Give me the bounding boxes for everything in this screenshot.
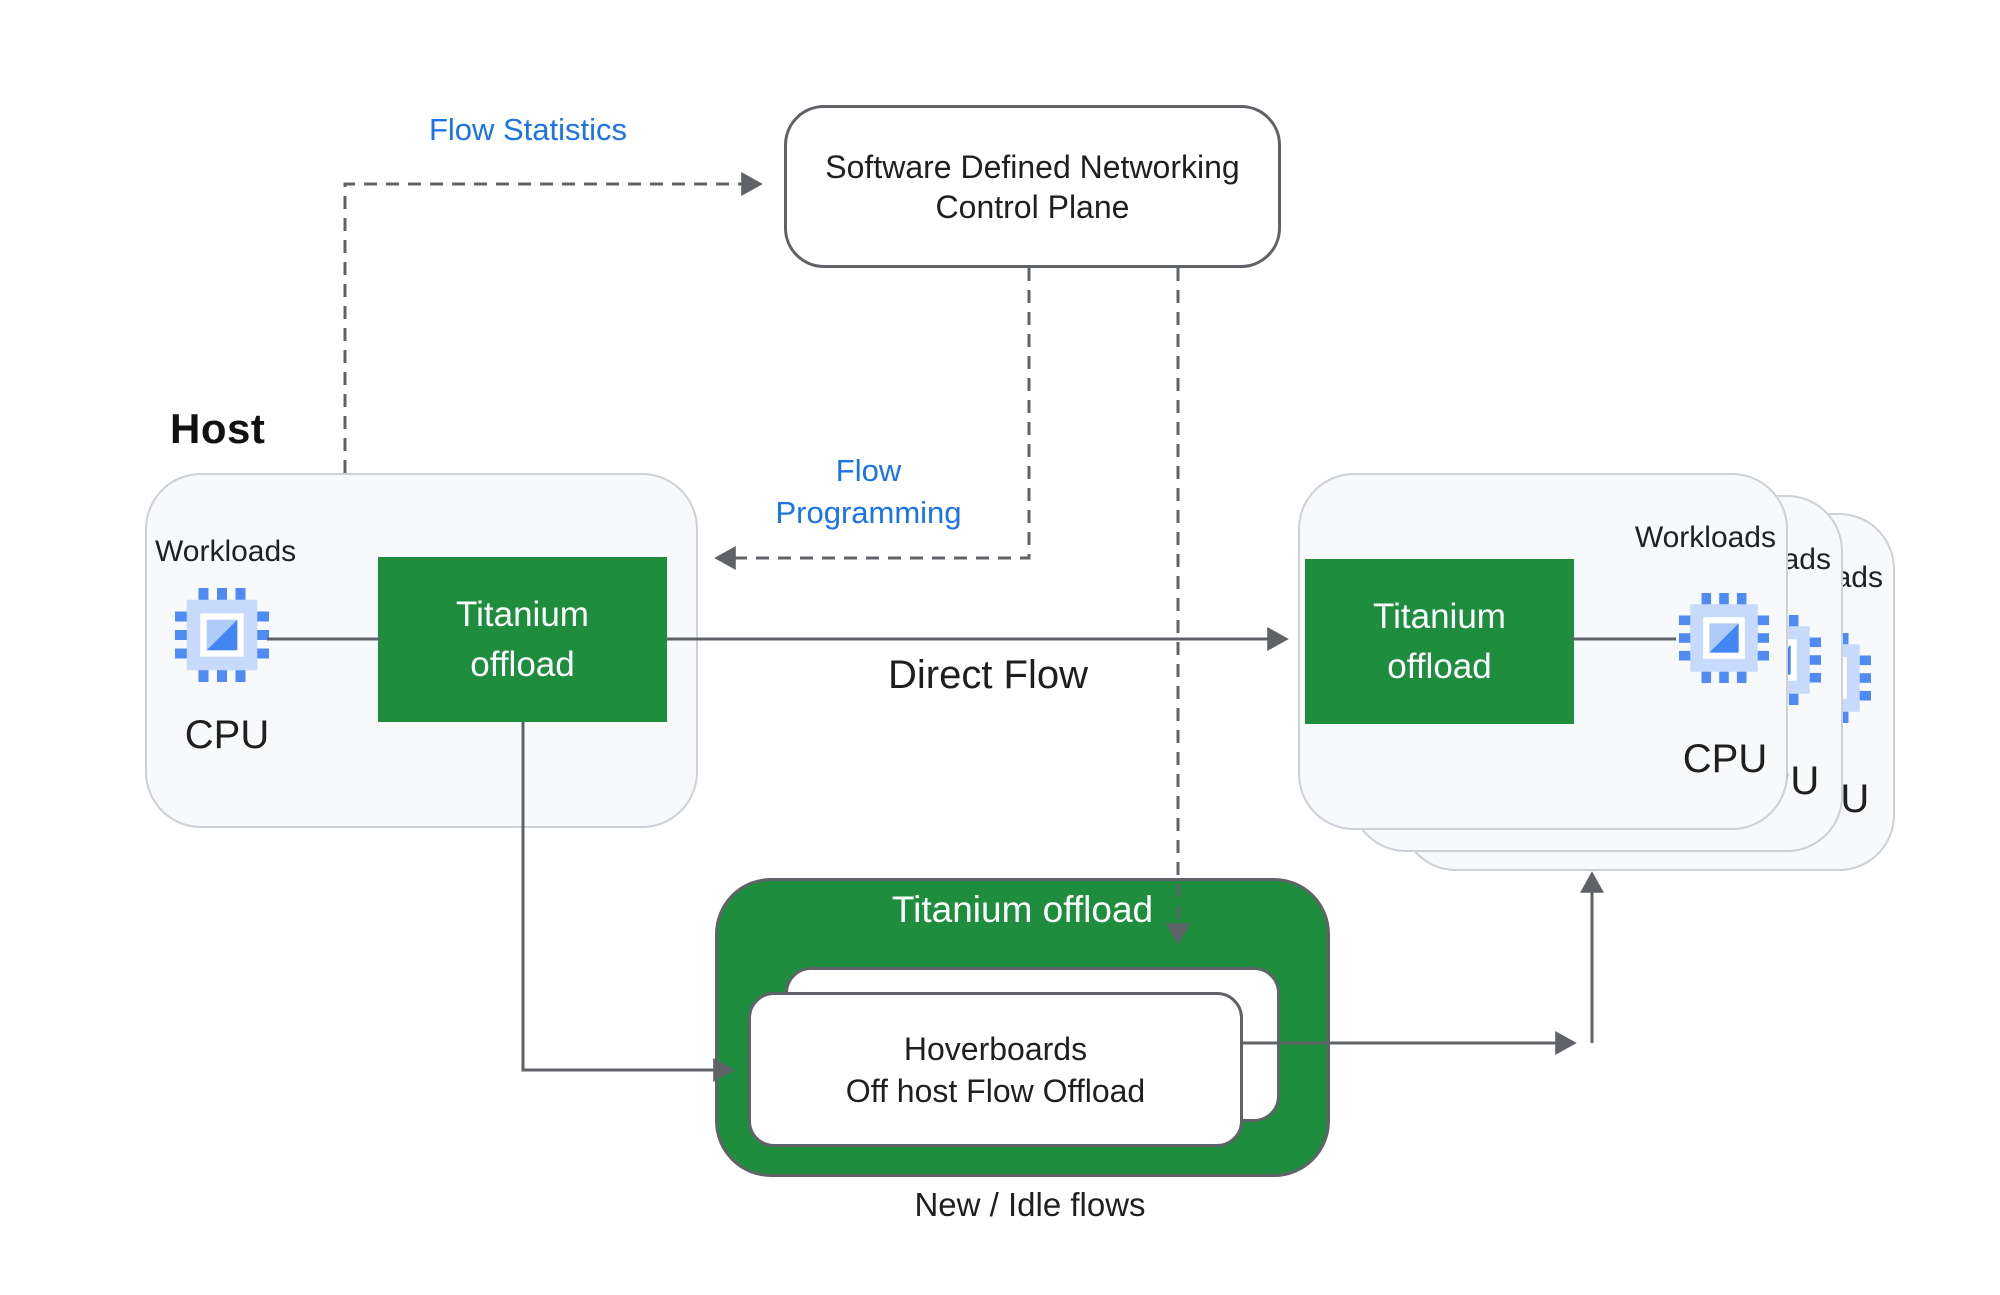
titanium-offload-line2: offload — [1387, 646, 1492, 686]
offload-appliance-title: Titanium offload — [891, 889, 1154, 930]
sdn-label-line1: Software Defined Networking — [825, 148, 1240, 185]
sdn-control-plane-box: Software Defined Networking Control Plan… — [784, 105, 1281, 268]
flow-programming-line2: Programming — [775, 495, 962, 530]
cpu-chip-icon — [1679, 593, 1769, 683]
hoverboards-label: Hoverboards — [903, 1030, 1088, 1067]
cpu-chip-icon — [175, 588, 269, 682]
offload-appliance-card-front: Hoverboards Off host Flow Offload — [748, 992, 1243, 1147]
direct-flow-label: Direct Flow — [887, 653, 1089, 697]
cpu-label: CPU — [184, 713, 270, 757]
cpu-label: CPU — [1682, 737, 1768, 781]
titanium-offload-line1: Titanium — [456, 594, 589, 634]
titanium-offload-box: Titanium offload — [1305, 559, 1574, 724]
titanium-offload-line2: offload — [470, 644, 575, 684]
host-left-card: Workloads CPU Titanium offload — [145, 473, 698, 828]
flow-programming-line1: Flow — [835, 453, 902, 488]
offload-appliance-box: Titanium offload Hoverboards Off host Fl… — [715, 878, 1330, 1177]
flow-programming-label: Flow Programming — [766, 450, 971, 534]
workloads-label: Workloads — [155, 535, 297, 568]
off-host-flow-offload-label: Off host Flow Offload — [845, 1072, 1146, 1109]
titanium-offload-line1: Titanium — [1373, 596, 1506, 636]
titanium-offload-box: Titanium offload — [378, 557, 667, 722]
sdn-label-line2: Control Plane — [935, 188, 1130, 225]
flow-statistics-label: Flow Statistics — [428, 112, 628, 147]
workloads-label: Workloads — [1634, 521, 1776, 554]
new-idle-flows-label: New / Idle flows — [914, 1186, 1146, 1223]
flow-statistics-arrow — [343, 172, 763, 473]
host-right-card-front: Workloads CPU Titanium offload — [1298, 473, 1788, 830]
host-title: Host — [170, 405, 266, 452]
